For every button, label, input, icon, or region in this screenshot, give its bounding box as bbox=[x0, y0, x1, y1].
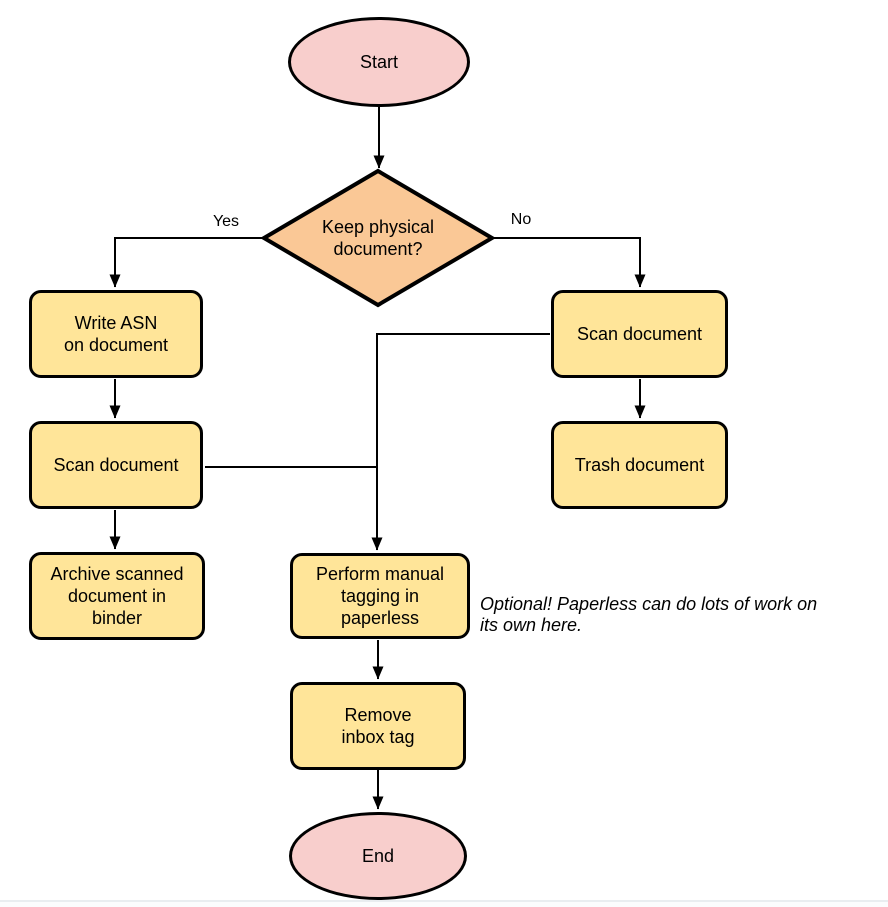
node-scan-right-label: Scan document bbox=[576, 324, 703, 344]
decision-label-line2: document? bbox=[333, 239, 423, 259]
edge-label-yes: Yes bbox=[212, 213, 240, 230]
decision-label-line1: Keep physical bbox=[321, 217, 435, 237]
node-perform-tagging: Perform manual tagging in paperless bbox=[290, 553, 470, 639]
edge-scan-right-to-perform bbox=[371, 333, 550, 551]
edge-label-no: No bbox=[510, 211, 532, 228]
node-scan-document-right: Scan document bbox=[551, 290, 728, 378]
node-remove-line1: Remove bbox=[344, 705, 412, 725]
node-archive-line2: document in bbox=[67, 586, 167, 606]
node-trash-document: Trash document bbox=[551, 421, 728, 509]
node-write-asn: Write ASN on document bbox=[29, 290, 203, 378]
node-remove-line2: inbox tag bbox=[341, 727, 415, 747]
node-perform-line2: tagging in bbox=[340, 586, 420, 606]
node-end-label: End bbox=[361, 846, 395, 866]
edge-yes-decision-to-write-asn bbox=[109, 237, 263, 288]
node-start-label: Start bbox=[359, 52, 398, 72]
decision-label: Keep physical document? bbox=[278, 216, 478, 260]
note-line2: its own here. bbox=[480, 615, 583, 635]
node-write-asn-line1: Write ASN bbox=[74, 313, 158, 333]
node-end: End bbox=[289, 812, 467, 900]
node-write-asn-line2: on document bbox=[63, 335, 169, 355]
node-perform-line1: Perform manual bbox=[315, 564, 445, 584]
node-archive-line1: Archive scanned bbox=[50, 564, 184, 584]
node-trash-label: Trash document bbox=[574, 455, 705, 475]
decision-diamond bbox=[260, 168, 496, 308]
page-edge-line bbox=[0, 900, 888, 902]
node-start: Start bbox=[288, 17, 470, 107]
node-scan-left-label: Scan document bbox=[53, 455, 179, 475]
edge-no-decision-to-scan bbox=[493, 237, 646, 288]
node-archive-in-binder: Archive scanned document in binder bbox=[29, 552, 205, 640]
node-scan-document-left: Scan document bbox=[29, 421, 203, 509]
note-line1: Optional! Paperless can do lots of work … bbox=[480, 594, 818, 614]
note-optional: Optional! Paperless can do lots of work … bbox=[480, 594, 817, 636]
node-archive-line3: binder bbox=[91, 608, 143, 628]
page-below-edge bbox=[0, 902, 888, 907]
node-remove-inbox-tag: Remove inbox tag bbox=[290, 682, 466, 770]
node-perform-line3: paperless bbox=[340, 608, 420, 628]
